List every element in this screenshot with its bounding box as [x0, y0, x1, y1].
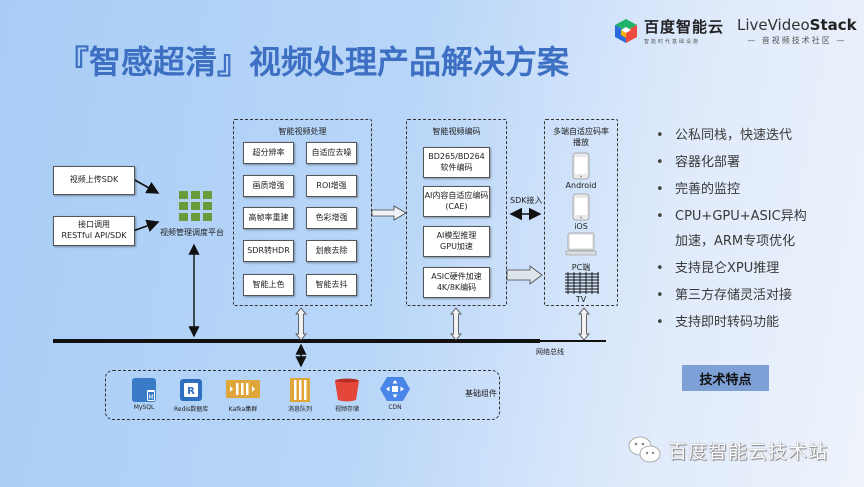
component-label: 视频存储 [334, 406, 359, 413]
svg-text:R: R [187, 386, 195, 397]
platform-node [179, 191, 212, 221]
processing-item: 高帧率重建 [243, 207, 294, 229]
arrow-encoding-to-playback [506, 265, 543, 285]
input-restful-api: 接口调用 RESTful API/SDK [53, 216, 135, 246]
livevideostack-suffix: Stack [809, 16, 857, 34]
network-bus-label: 网络总线 [536, 348, 564, 356]
tv-grid-icon [565, 272, 599, 294]
processing-item: 色彩增强 [306, 207, 357, 229]
svg-text:M: M [148, 394, 153, 401]
device-android-label: Android [565, 181, 597, 190]
encoding-item-line: 4K/8K编码 [436, 282, 477, 292]
component-kafka: Kafka集群 [226, 380, 260, 413]
playback-title-line1: 多端自适应码率 [553, 127, 609, 136]
component-label: Redis数据库 [174, 406, 209, 413]
arrow-upload-to-platform [132, 178, 160, 194]
arrow-api-to-platform [132, 219, 160, 232]
encoding-item-asic: ASIC硬件加速 4K/8K编码 [423, 267, 490, 298]
encoding-item-gpu: AI模型推理 GPU加速 [423, 226, 490, 257]
component-label: CDN [388, 404, 402, 411]
playback-devices [565, 152, 599, 294]
processing-title: 智能视频处理 [278, 127, 327, 136]
playback-group: 多端自适应码率 播放 [544, 119, 618, 306]
phone-icon [572, 193, 590, 221]
baidu-cloud-slogan: 智能时代基础设施 [644, 39, 701, 45]
baidu-cube-icon [615, 18, 637, 43]
processing-group: 智能视频处理 [233, 119, 372, 306]
platform-label: 视频管理调度平台 [160, 228, 224, 237]
device-ios-label: iOS [574, 222, 588, 231]
sdk-link-label: SDK接入 [510, 196, 543, 205]
playback-title: 多端自适应码率 播放 [545, 126, 617, 148]
processing-item: 画质增强 [243, 175, 294, 197]
component-label: MySQL [133, 404, 155, 411]
component-label: Kafka集群 [228, 406, 258, 413]
processing-item: 超分辨率 [243, 142, 294, 164]
wechat-icon [628, 436, 661, 463]
input-api-line2: RESTful API/SDK [61, 231, 127, 240]
encoding-group: 智能视频编码 [406, 119, 507, 306]
processing-item: ROI增强 [306, 175, 357, 197]
processing-item: 划痕去除 [306, 240, 357, 262]
playback-title-line2: 播放 [573, 138, 589, 148]
app-grid-icon [179, 191, 212, 221]
processing-item: 自适应去噪 [306, 142, 357, 164]
cdn-icon [380, 377, 410, 401]
desktop-icon [565, 232, 597, 256]
phone-icon [572, 152, 590, 180]
page-title: 『智感超清』视频处理产品解决方案 [57, 43, 570, 81]
hollow-arrows [295, 307, 590, 341]
encoding-item-line: BD265/BD264 [428, 151, 485, 161]
encoding-item-software: BD265/BD264 软件编码 [423, 147, 490, 178]
encoding-item-line: GPU加速 [440, 241, 473, 251]
redis-icon: R [180, 379, 203, 401]
component-queue: 消息队列 [288, 378, 312, 413]
input-upload-sdk: 视频上传SDK [53, 166, 135, 195]
processing-item: SDR转HDR [243, 240, 294, 262]
livevideostack-logo: LiveVideoStack — 音视频技术社区 — [737, 16, 857, 46]
input-api-line1: 接口调用 [78, 220, 110, 230]
baidu-cloud-logo: 百度智能云 智能时代基础设施 [614, 16, 724, 45]
components-group [105, 370, 500, 420]
bucket-icon [335, 378, 359, 402]
encoding-title: 智能视频编码 [432, 127, 481, 136]
mysql-icon: M [132, 378, 156, 402]
component-label: 消息队列 [288, 406, 313, 413]
livevideostack-prefix: LiveVideo [737, 16, 810, 34]
tech-features-label: 技术特点 [682, 365, 769, 391]
processing-item: 智能上色 [243, 274, 294, 296]
component-redis: R Redis数据库 [174, 378, 208, 413]
input-upload-sdk-label: 视频上传SDK [69, 175, 119, 185]
component-storage: 视频存储 [334, 378, 360, 413]
encoding-item-cae: AI内容自适应编码 (CAE) [423, 186, 490, 217]
encoding-item-line: AI模型推理 [436, 230, 477, 240]
kafka-icon [226, 380, 260, 398]
arrow-processing-to-encoding [371, 205, 407, 221]
watermark-text: 百度智能云技术站 [668, 440, 829, 463]
encoding-item-line: AI内容自适应编码 [424, 190, 489, 200]
components-title: 基础组件 [465, 389, 497, 398]
device-pc-label: PC端 [571, 263, 591, 272]
encoding-item-line: ASIC硬件加速 [431, 271, 482, 281]
queue-icon [290, 378, 310, 402]
component-cdn: CDN [379, 376, 411, 411]
processing-item: 智能去抖 [306, 274, 357, 296]
encoding-item-line: (CAE) [445, 201, 468, 211]
baidu-cloud-name: 百度智能云 [644, 18, 725, 36]
component-mysql: M MySQL [132, 378, 156, 411]
wechat-watermark: 百度智能云技术站 [628, 435, 828, 465]
device-tv-label: TV [575, 295, 587, 304]
encoding-item-line: 软件编码 [440, 162, 473, 172]
livevideostack-slogan: — 音视频技术社区 — [747, 36, 847, 45]
